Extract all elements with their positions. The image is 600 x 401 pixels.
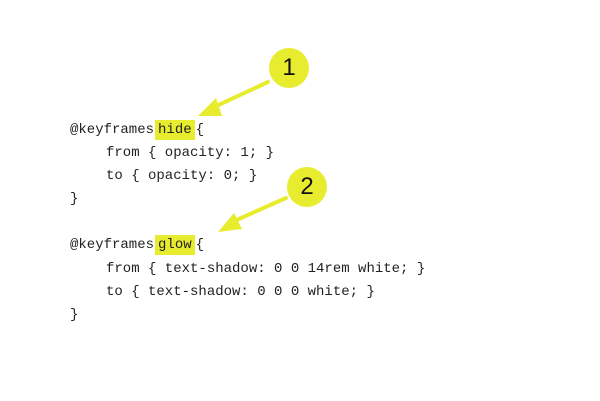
keyword-keyframes: @keyframes (70, 122, 155, 138)
code-line-to-text-shadow: to { text-shadow: 0 0 0 white; } (106, 284, 375, 300)
close-brace: } (70, 191, 79, 207)
arrow-icon (198, 80, 270, 116)
callout-badge-1: 1 (269, 48, 309, 88)
keyframes-name-glow: glow (155, 235, 195, 255)
close-brace: } (70, 307, 79, 323)
arrow-icon (218, 196, 288, 232)
open-brace: { (195, 237, 205, 253)
keyword-keyframes: @keyframes (70, 237, 155, 253)
code-line-to-opacity: to { opacity: 0; } (106, 168, 258, 184)
open-brace: { (195, 122, 205, 138)
keyframes-name-hide: hide (155, 120, 195, 140)
callout-badge-2: 2 (287, 167, 327, 207)
code-line-from-opacity: from { opacity: 1; } (106, 145, 275, 161)
code-line-from-text-shadow: from { text-shadow: 0 0 14rem white; } (106, 261, 426, 277)
